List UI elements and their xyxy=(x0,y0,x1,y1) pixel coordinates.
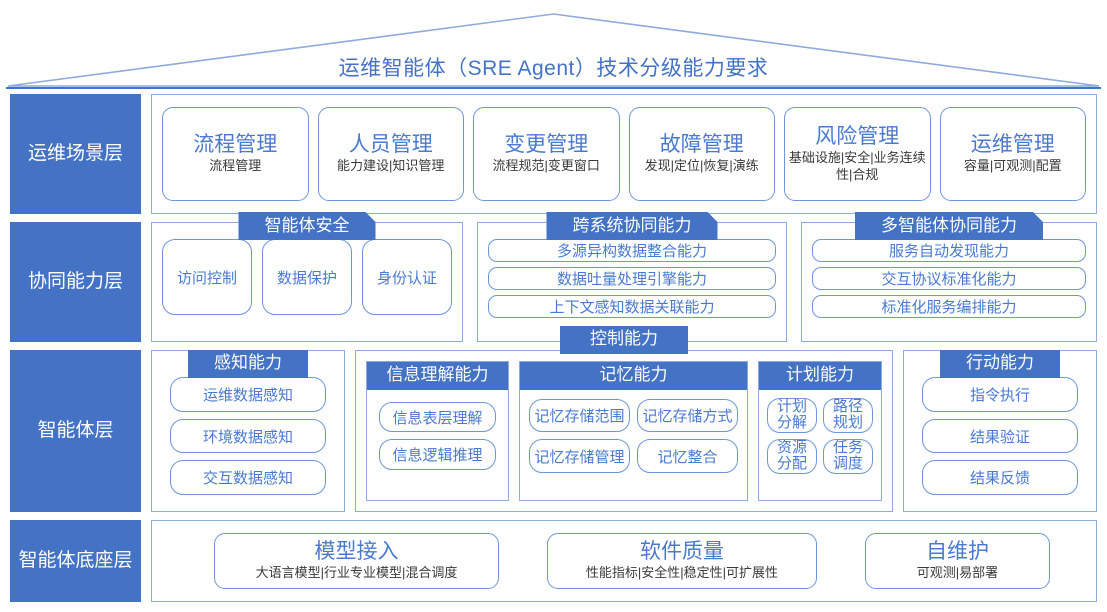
panel-head-control: 控制能力 xyxy=(560,326,688,354)
collab-pill[interactable]: 标准化服务编排能力 xyxy=(812,295,1086,318)
collab-pill[interactable]: 访问控制 xyxy=(162,239,252,315)
perception-item[interactable]: 运维数据感知 xyxy=(170,377,326,412)
foundation-card[interactable]: 自维护 可观测|易部署 xyxy=(865,533,1050,589)
collab-pill[interactable]: 数据保护 xyxy=(262,239,352,315)
scenario-card-title: 运维管理 xyxy=(970,133,1055,157)
scenario-card[interactable]: 人员管理 能力建设|知识管理 xyxy=(317,107,464,201)
foundation-card-title: 软件质量 xyxy=(640,540,724,564)
layer-label-foundation: 智能体底座层 xyxy=(10,520,141,602)
planning-item[interactable]: 路径 规划 xyxy=(823,397,873,433)
layer-row-collaboration: 协同能力层 智能体安全 访问控制 数据保护 身份认证 跨系统协同能力 多源异构数… xyxy=(10,222,1097,342)
memory-item[interactable]: 记忆整合 xyxy=(637,439,738,473)
collab-pill[interactable]: 服务自动发现能力 xyxy=(812,239,1086,262)
memory-item[interactable]: 记忆存储管理 xyxy=(529,439,630,473)
layer-label-agent: 智能体层 xyxy=(10,350,141,512)
collab-pill[interactable]: 数据吐量处理引擎能力 xyxy=(488,267,776,290)
roof-triangle-icon xyxy=(6,13,1101,89)
group-agent-security: 智能体安全 访问控制 数据保护 身份认证 xyxy=(151,222,463,342)
foundation-card-sub: 大语言模型|行业专业模型|混合调度 xyxy=(255,565,458,581)
perception-item[interactable]: 交互数据感知 xyxy=(170,460,326,496)
understanding-item[interactable]: 信息表层理解 xyxy=(379,401,496,433)
panel-head-planning: 计划能力 xyxy=(759,362,881,390)
scenario-card-sub: 基础设施|安全|业务连续性|合规 xyxy=(788,150,926,182)
action-item[interactable]: 指令执行 xyxy=(922,377,1078,412)
scenario-card-title: 风险管理 xyxy=(815,125,900,149)
scenario-card-title: 人员管理 xyxy=(348,133,433,157)
collab-pill[interactable]: 多源异构数据整合能力 xyxy=(488,239,776,262)
foundation-card[interactable]: 软件质量 性能指标|安全性|稳定性|可扩展性 xyxy=(547,533,817,589)
layer-label-collaboration: 协同能力层 xyxy=(10,222,141,342)
collab-pill[interactable]: 交互协议标准化能力 xyxy=(812,267,1086,290)
scenario-card-title: 变更管理 xyxy=(504,133,589,157)
panel-understanding: 信息理解能力 信息表层理解 信息逻辑推理 xyxy=(366,361,509,501)
planning-item[interactable]: 计划 分解 xyxy=(767,397,817,433)
page-title: 运维智能体（SRE Agent）技术分级能力要求 xyxy=(338,57,769,80)
layer-row-scenario: 运维场景层 流程管理 流程管理 人员管理 能力建设|知识管理 变更管理 流程规范… xyxy=(10,94,1097,214)
perception-item[interactable]: 环境数据感知 xyxy=(170,418,326,454)
layer-body-agent: 感知能力 运维数据感知 环境数据感知 交互数据感知 控制能力 信息理解能力 信息… xyxy=(151,326,1097,512)
scenario-card[interactable]: 故障管理 发现|定位|恢复|演练 xyxy=(628,107,775,201)
scenario-card-sub: 流程管理 xyxy=(209,158,262,174)
scenario-card[interactable]: 风险管理 基础设施|安全|业务连续性|合规 xyxy=(784,107,931,201)
panel-head-action: 行动能力 xyxy=(940,350,1060,378)
foundation-card[interactable]: 模型接入 大语言模型|行业专业模型|混合调度 xyxy=(214,533,499,589)
scenario-card-title: 故障管理 xyxy=(659,133,744,157)
foundation-card-title: 自维护 xyxy=(926,540,989,564)
foundation-card-title: 模型接入 xyxy=(314,540,399,564)
memory-item[interactable]: 记忆存储范围 xyxy=(529,398,630,433)
scenario-card-sub: 能力建设|知识管理 xyxy=(337,158,445,174)
panel-planning: 计划能力 计划 分解 路径 规划 资源 分配 任务 调度 xyxy=(758,361,882,501)
panel-head-understanding: 信息理解能力 xyxy=(367,362,508,390)
collab-pill[interactable]: 上下文感知数据关联能力 xyxy=(488,295,776,318)
memory-item[interactable]: 记忆存储方式 xyxy=(637,398,738,433)
panel-head-memory: 记忆能力 xyxy=(520,362,747,390)
scenario-card-sub: 流程规范|变更窗口 xyxy=(492,158,600,174)
panel-perception: 感知能力 运维数据感知 环境数据感知 交互数据感知 xyxy=(151,350,345,512)
foundation-card-sub: 可观测|易部署 xyxy=(916,565,999,581)
layer-label-scenario: 运维场景层 xyxy=(10,94,141,214)
action-item[interactable]: 结果反馈 xyxy=(922,460,1078,496)
panel-head-perception: 感知能力 xyxy=(188,350,308,378)
scenario-card[interactable]: 变更管理 流程规范|变更窗口 xyxy=(473,107,620,201)
scenario-card-title: 流程管理 xyxy=(193,133,278,157)
group-tab-multi-agent: 多智能体协同能力 xyxy=(855,212,1043,240)
group-multi-agent: 多智能体协同能力 服务自动发现能力 交互协议标准化能力 标准化服务编排能力 xyxy=(801,222,1097,342)
group-cross-system: 跨系统协同能力 多源异构数据整合能力 数据吐量处理引擎能力 上下文感知数据关联能… xyxy=(477,222,787,342)
roof-shape xyxy=(0,6,1107,90)
understanding-item[interactable]: 信息逻辑推理 xyxy=(379,439,496,470)
panel-control: 控制能力 信息理解能力 信息表层理解 信息逻辑推理 记忆能力 记忆存储范围 记忆… xyxy=(355,326,893,512)
action-item[interactable]: 结果验证 xyxy=(922,418,1078,454)
layer-row-agent: 智能体层 感知能力 运维数据感知 环境数据感知 交互数据感知 控制能力 信息理解… xyxy=(10,326,1097,512)
scenario-card[interactable]: 流程管理 流程管理 xyxy=(162,107,309,201)
layer-body-foundation: 模型接入 大语言模型|行业专业模型|混合调度 软件质量 性能指标|安全性|稳定性… xyxy=(151,520,1097,602)
planning-item[interactable]: 资源 分配 xyxy=(767,438,817,474)
group-tab-agent-security: 智能体安全 xyxy=(239,212,376,240)
group-tab-cross-system: 跨系统协同能力 xyxy=(547,212,718,240)
scenario-card-sub: 容量|可观测|配置 xyxy=(963,158,1062,174)
foundation-card-sub: 性能指标|安全性|稳定性|可扩展性 xyxy=(585,565,779,581)
panel-action: 行动能力 指令执行 结果验证 结果反馈 xyxy=(903,350,1097,512)
layer-body-collaboration: 智能体安全 访问控制 数据保护 身份认证 跨系统协同能力 多源异构数据整合能力 … xyxy=(151,222,1097,342)
scenario-card-sub: 发现|定位|恢复|演练 xyxy=(644,158,759,174)
collab-pill[interactable]: 身份认证 xyxy=(362,239,452,315)
planning-item[interactable]: 任务 调度 xyxy=(823,438,873,474)
panel-memory: 记忆能力 记忆存储范围 记忆存储方式 记忆存储管理 记忆整合 xyxy=(519,361,748,501)
scenario-card[interactable]: 运维管理 容量|可观测|配置 xyxy=(939,107,1086,201)
layer-body-scenario: 流程管理 流程管理 人员管理 能力建设|知识管理 变更管理 流程规范|变更窗口 … xyxy=(151,94,1097,214)
layer-row-foundation: 智能体底座层 模型接入 大语言模型|行业专业模型|混合调度 软件质量 性能指标|… xyxy=(10,520,1097,602)
